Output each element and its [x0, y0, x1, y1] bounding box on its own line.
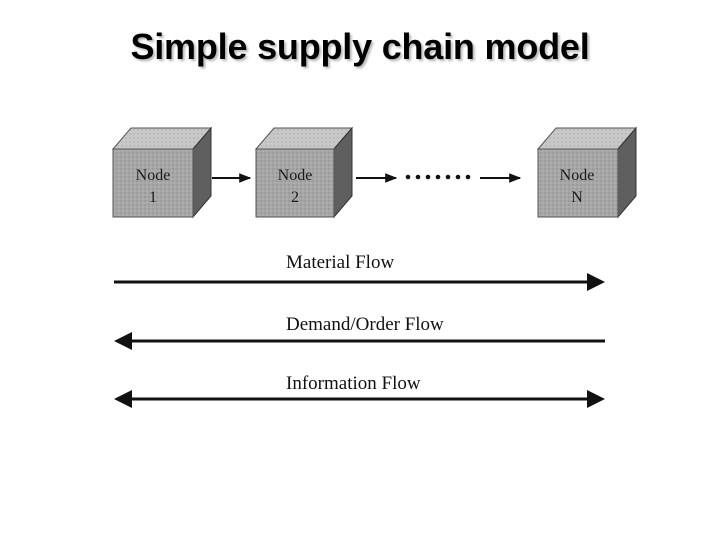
- node-n-label: Node: [560, 167, 595, 184]
- information-flow-label: Information Flow: [286, 373, 421, 394]
- node-connectors: [212, 173, 522, 183]
- slide-title: Simple supply chain model: [130, 26, 590, 67]
- ellipsis-dots: [405, 174, 471, 180]
- node-1-number: 1: [149, 189, 157, 206]
- node-2-label: Node: [278, 167, 313, 184]
- demand-flow-label: Demand/Order Flow: [286, 314, 444, 335]
- material-flow-arrowhead: [587, 273, 605, 291]
- material-flow: Material Flow: [114, 252, 605, 291]
- node-2-number: 2: [291, 189, 299, 206]
- information-flow-arrowhead-left: [114, 390, 132, 408]
- node-1-cube: Node 1: [111, 126, 213, 219]
- information-flow: Information Flow: [114, 373, 605, 408]
- demand-order-flow: Demand/Order Flow: [114, 314, 605, 350]
- node-n-number: N: [571, 189, 583, 206]
- demand-flow-arrowhead: [114, 332, 132, 350]
- node-n-cube: Node N: [536, 126, 638, 219]
- node-2-cube: Node 2: [254, 126, 354, 219]
- information-flow-arrowhead-right: [587, 390, 605, 408]
- material-flow-label: Material Flow: [286, 252, 394, 273]
- node-1-label: Node: [136, 167, 171, 184]
